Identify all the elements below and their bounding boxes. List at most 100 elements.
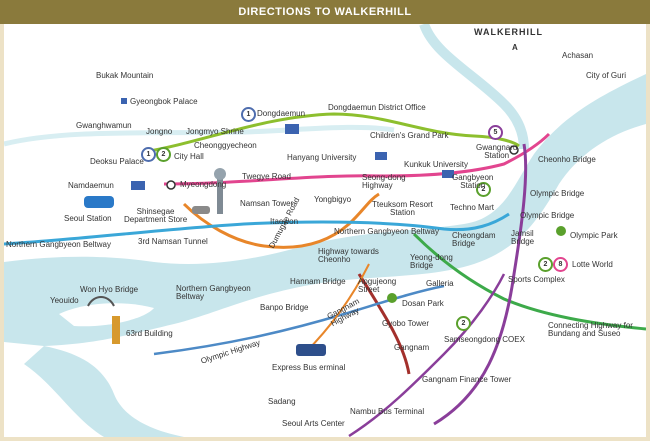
yeouido-label: Yeouido bbox=[50, 296, 79, 305]
kunkuk-university-label: Kunkuk University bbox=[404, 160, 469, 169]
lotte-world-label: Lotte World bbox=[572, 260, 613, 269]
gyeongbok-palace-label: Gyeongbok Palace bbox=[130, 97, 198, 106]
namsan-tower-label: Namsan Tower bbox=[240, 199, 294, 208]
sports-complex-label: Sports Complex bbox=[508, 275, 565, 284]
myeongdong-label: Myeongdong bbox=[180, 180, 227, 189]
apgujeong-street-label: Apgujeong Street bbox=[358, 277, 397, 294]
dongdaemun-label: Dongdaemun bbox=[257, 109, 306, 118]
hanyang-university-label: Hanyang University bbox=[287, 153, 357, 162]
road-dumugae-orange bbox=[182, 192, 380, 249]
jongno-label: Jongno bbox=[146, 127, 173, 136]
namsan-tower-icon bbox=[217, 174, 223, 214]
seongdong-highway-label: Seong-dong Highway bbox=[362, 173, 406, 190]
dongdaemun-gate-icon bbox=[285, 124, 299, 134]
seoul-arts-label: Seoul Arts Center bbox=[282, 419, 345, 428]
building63-icon bbox=[112, 316, 120, 344]
express-bus-icon bbox=[296, 344, 326, 356]
badge-lotte-2: 2 bbox=[538, 257, 553, 272]
seoul-station-label: Seoul Station bbox=[64, 214, 112, 223]
cheonggyecheon-label: Cheonggyecheon bbox=[194, 141, 257, 150]
building63-label: 63rd Building bbox=[126, 329, 173, 338]
badge-city-hall-2: 2 bbox=[156, 147, 171, 162]
achasan-label: Achasan bbox=[562, 51, 594, 60]
han-river bbox=[4, 74, 646, 346]
road-olympic-highway bbox=[153, 284, 445, 356]
gangnam-label: Gangnam bbox=[394, 343, 430, 352]
nambu-bus-label: Nambu Bus Terminal bbox=[350, 407, 425, 416]
bridge-wonhyo-icon bbox=[87, 296, 115, 307]
myeongdong-station-dot bbox=[166, 180, 176, 190]
river-tributary-north bbox=[419, 24, 529, 150]
badge-samseong-line: 2 bbox=[456, 316, 471, 331]
namdaemun-label: Namdaemun bbox=[68, 181, 114, 190]
jamsil-bridge-label: Jamsil Bridge bbox=[511, 229, 535, 246]
dongdaemun-office-label: Dongdaemun District Office bbox=[328, 103, 426, 112]
yongbigyo-label: Yongbigyo bbox=[314, 195, 352, 204]
dosan-park-label: Dosan Park bbox=[402, 299, 444, 308]
road-line3-red bbox=[357, 273, 411, 375]
hannam-bridge-label: Hannam Bridge bbox=[290, 277, 346, 286]
city-hall-label: City Hall bbox=[174, 152, 204, 161]
gangnam-finance-label: Gangnam Finance Tower bbox=[422, 375, 512, 384]
river-south-branch bbox=[24, 346, 184, 437]
wonhyo-bridge-label: Won Hyo Bridge bbox=[80, 285, 139, 294]
deoksu-palace-label: Deoksu Palace bbox=[90, 157, 144, 166]
road-nambu-purple bbox=[348, 273, 506, 437]
yeongdong-bridge-label: Yeong-dong Bridge bbox=[410, 253, 453, 270]
olympic-bridge-2-label: Olympic Bridge bbox=[520, 211, 575, 220]
directions-map: WALKERHILL A Achasan City of Guri Bukak … bbox=[4, 24, 646, 437]
gyobo-tower-label: Gyobo Tower bbox=[382, 319, 429, 328]
walkerhill-label: WALKERHILL bbox=[474, 27, 543, 37]
sadang-label: Sadang bbox=[268, 397, 296, 406]
tteuksom-station-label: Tteuksom Resort Station bbox=[372, 200, 433, 217]
map-graphics bbox=[4, 24, 646, 437]
gwangnaru-label: Gwangnaru Station bbox=[476, 143, 518, 160]
namsan-tower-top-icon bbox=[214, 168, 226, 180]
road-purple-line5 bbox=[433, 143, 528, 426]
badge-dongdaemun-line: 1 bbox=[241, 107, 256, 122]
river-tributary-west bbox=[4, 124, 395, 147]
shinsegae-label: Shinsegae Department Store bbox=[124, 207, 188, 224]
itaewon-label: Itaewon bbox=[270, 217, 299, 226]
city-of-guri-label: City of Guri bbox=[586, 71, 627, 80]
bukak-mountain-label: Bukak Mountain bbox=[96, 71, 154, 80]
seoul-station-train-icon bbox=[84, 196, 114, 208]
tree-dosan-park-icon bbox=[387, 293, 397, 303]
tunnel-icon bbox=[192, 206, 210, 214]
gangbyeon-station-label: Gangbyeon Station bbox=[452, 173, 494, 190]
connecting-highway-label: Connecting Highway for Bundang and Suseo bbox=[548, 321, 633, 338]
olympic-bridge-label: Olympic Bridge bbox=[530, 189, 585, 198]
highway-cheonho-label: Highway towards Cheonho bbox=[318, 247, 379, 264]
gyeongbok-palace-icon bbox=[121, 98, 127, 104]
badge-gangbyeon-line: 2 bbox=[476, 182, 491, 197]
badge-gwangnaru-line: 5 bbox=[488, 125, 503, 140]
road-twegye-pink bbox=[163, 132, 551, 186]
badge-city-hall-1: 1 bbox=[141, 147, 156, 162]
namsan-tunnel-label: 3rd Namsan Tunnel bbox=[138, 237, 208, 246]
cheonho-station-dot bbox=[509, 145, 519, 155]
childrens-park-label: Children's Grand Park bbox=[370, 131, 449, 140]
childrens-park-icon bbox=[375, 152, 387, 160]
twegye-road-label: Twegye Road bbox=[242, 172, 291, 181]
badge-lotte-8: 8 bbox=[553, 257, 568, 272]
road-green-connector bbox=[412, 232, 646, 331]
samseong-coex-label: Samseongdong COEX bbox=[444, 335, 525, 344]
tree-olympic-park-icon bbox=[556, 226, 566, 236]
yeouido-island bbox=[59, 303, 154, 327]
header-title: DIRECTIONS TO WALKERHILL bbox=[0, 0, 650, 24]
gwanghwamun-label: Gwanghwamun bbox=[76, 121, 132, 130]
jongmyo-shrine-label: Jongmyo Shrine bbox=[186, 127, 244, 136]
cheongdam-bridge-label: Cheongdam Bridge bbox=[452, 231, 496, 248]
ngb-beltway-mid-label: Northern Gangbyeon Beltway bbox=[176, 284, 251, 301]
ngb-beltway-left-label: Northern Gangbyeon Beltway bbox=[6, 240, 111, 249]
techno-mart-label: Techno Mart bbox=[450, 203, 495, 212]
kunkuk-univ-icon bbox=[442, 170, 454, 178]
cheonho-bridge-label: Cheonho Bridge bbox=[538, 155, 596, 164]
galleria-label: Galleria bbox=[426, 279, 454, 288]
road-blue-ngb bbox=[4, 212, 510, 246]
ngb-beltway-right-label: Northern Gangbyeon Beltway bbox=[334, 227, 439, 236]
walkerhill-a-label: A bbox=[512, 43, 518, 52]
banpo-bridge-label: Banpo Bridge bbox=[260, 303, 309, 312]
express-bus-label: Express Bus erminal bbox=[272, 363, 346, 372]
